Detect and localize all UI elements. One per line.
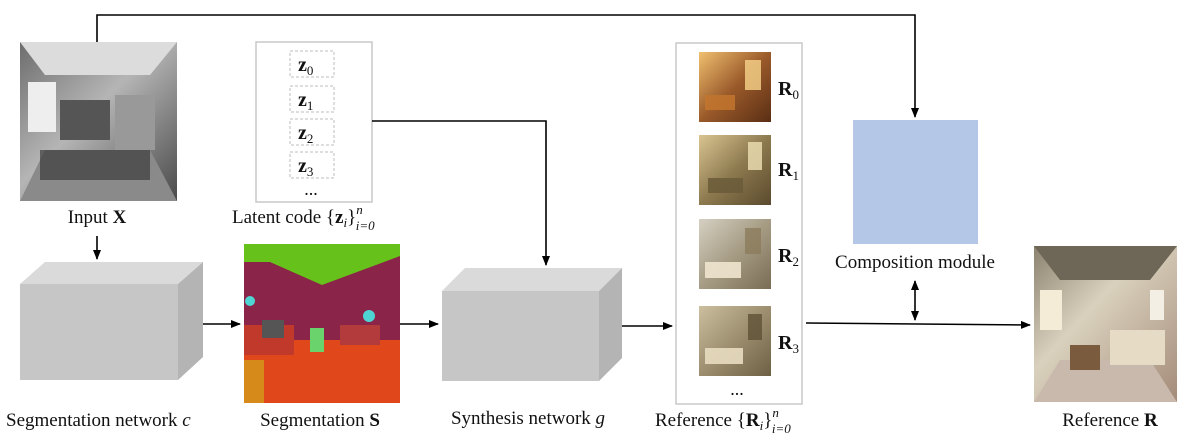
svg-text:z3: z3	[298, 155, 313, 179]
latent-code-panel	[255, 41, 373, 203]
svg-text:z2: z2	[298, 122, 313, 146]
svg-text:z1: z1	[298, 89, 313, 113]
latent-code-z1: z1	[289, 85, 335, 113]
latent-code-ellipsis: ...	[304, 179, 318, 199]
latent-code-list: z0 z1 z2 z3 ...	[289, 50, 335, 199]
latent-code-z0: z0	[289, 50, 335, 78]
skip-connection-arrow	[96, 14, 919, 118]
composition-module-box	[853, 120, 978, 244]
reference-r2: R2	[699, 219, 799, 289]
reference-r3: R3	[699, 306, 799, 376]
reference-r0: R0	[699, 52, 799, 122]
synthesis-network-block	[442, 268, 622, 381]
svg-text:R3: R3	[778, 332, 799, 356]
svg-text:z0: z0	[298, 54, 313, 78]
svg-text:R0: R0	[778, 78, 799, 102]
input-label: Input X	[68, 207, 127, 228]
input-image	[20, 42, 177, 201]
synthesis-network-label: Synthesis network g	[451, 408, 605, 429]
svg-text:R2: R2	[778, 245, 799, 269]
reference-list: R0 R1 R2 R3 ...	[699, 52, 799, 399]
references-to-output-arrow	[805, 320, 1031, 329]
latent-code-z3: z3	[289, 151, 335, 179]
reference-r1: R1	[699, 135, 799, 205]
output-reference-label: Reference R	[1062, 410, 1158, 431]
segmentation-label: Segmentation S	[260, 410, 380, 431]
latent-code-z2: z2	[289, 118, 335, 146]
segmentation-map	[244, 244, 400, 403]
latent-to-synthnet-arrow	[372, 120, 550, 266]
segmentation-network-block	[20, 262, 203, 380]
svg-text:R1: R1	[778, 159, 799, 183]
segmentation-network-label: Segmentation network c	[6, 410, 191, 431]
composition-module-label: Composition module	[835, 252, 995, 273]
reference-ellipsis: ...	[730, 379, 744, 399]
output-reference-image	[1034, 246, 1177, 402]
